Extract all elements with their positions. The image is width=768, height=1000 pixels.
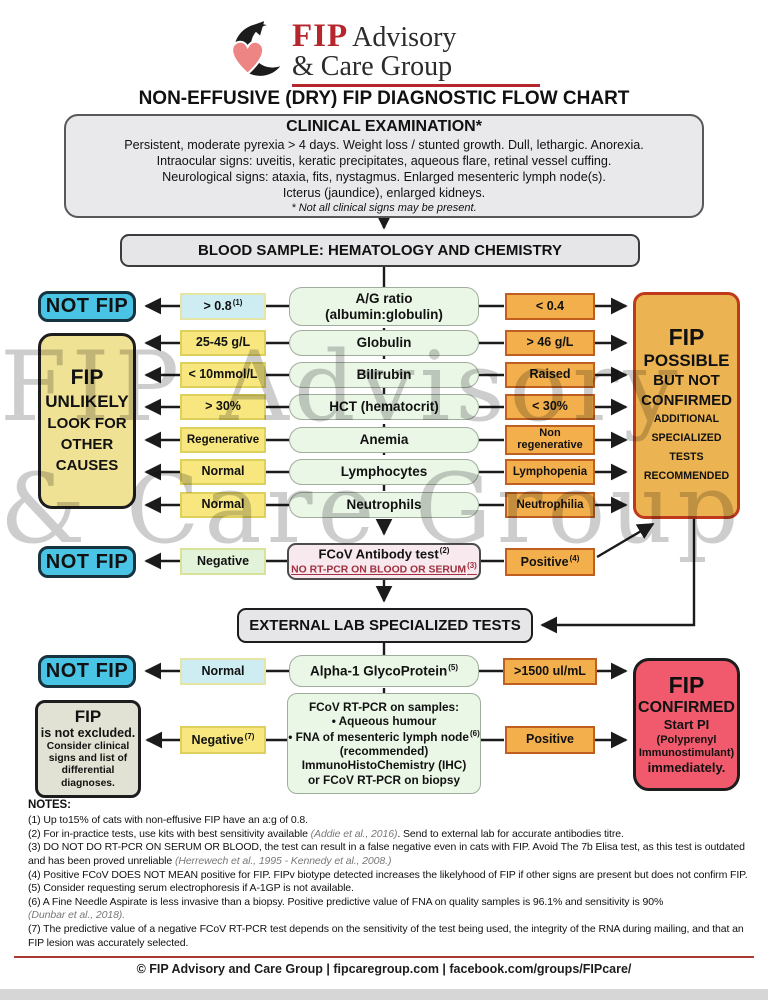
condition-right-anemia: Non regenerative bbox=[505, 425, 595, 455]
fip-confirmed-box: FIP CONFIRMED Start PI (Polyprenyl Immun… bbox=[633, 658, 740, 791]
fip-unlikely-box: FIP UNLIKELY LOOK FOR OTHER CAUSES bbox=[38, 333, 136, 509]
unlikely-line: OTHER bbox=[60, 435, 114, 453]
test-box-globulin: Globulin bbox=[289, 330, 479, 356]
brand-care-group: & Care Group bbox=[292, 51, 453, 82]
possible-line: SPECIALIZED bbox=[651, 432, 722, 445]
fip-not-excluded-box: FIP is not excluded. Consider clinical s… bbox=[35, 700, 141, 798]
note-4: (4) Positive FCoV DOES NOT MEAN positive… bbox=[28, 868, 748, 881]
possible-line: RECOMMENDED bbox=[643, 470, 730, 483]
test-box-fcov-antibody: FCoV Antibody test(2) NO RT-PCR ON BLOOD… bbox=[287, 543, 481, 580]
brand-advisory: Advisory bbox=[352, 22, 457, 53]
test-box-rtpcr: FCoV RT-PCR on samples: • Aqueous humour… bbox=[287, 693, 481, 794]
test-box-lymphocytes: Lymphocytes bbox=[289, 459, 479, 485]
condition-left-ag: > 0.8(1) bbox=[180, 293, 266, 320]
test-box-neutrophils: Neutrophils bbox=[289, 492, 479, 518]
condition-left-neutrophils: Normal bbox=[180, 492, 266, 518]
condition-left-anemia: Regenerative bbox=[180, 427, 266, 453]
possible-line: BUT NOT bbox=[653, 372, 720, 390]
condition-left-alpha: Normal bbox=[180, 658, 266, 685]
condition-right-rtpcr: Positive bbox=[505, 726, 595, 754]
condition-left-lymphocytes: Normal bbox=[180, 459, 266, 485]
possible-line: TESTS bbox=[669, 451, 704, 464]
not-fip-box-alpha: NOT FIP bbox=[38, 655, 136, 688]
condition-right-bilirubin: Raised bbox=[505, 362, 595, 388]
possible-line: POSSIBLE bbox=[643, 350, 730, 370]
brand-logo: FIP Advisory & Care Group bbox=[0, 20, 768, 87]
clinical-line: Persistent, moderate pyrexia > 4 days. W… bbox=[124, 137, 644, 152]
footer-rule bbox=[14, 956, 754, 958]
notes-section: NOTES: (1) Up to15% of cats with non-eff… bbox=[28, 798, 752, 950]
condition-left-globulin: 25-45 g/L bbox=[180, 330, 266, 356]
fip-possible-box: FIP POSSIBLE BUT NOT CONFIRMED ADDITIONA… bbox=[633, 292, 740, 519]
note-7: (7) The predictive value of a negative F… bbox=[28, 923, 744, 949]
condition-right-ag: < 0.4 bbox=[505, 293, 595, 320]
condition-right-neutrophils: Neutrophilia bbox=[505, 492, 595, 518]
cat-heart-logo-icon bbox=[231, 21, 288, 76]
blood-sample-header: BLOOD SAMPLE: HEMATOLOGY AND CHEMISTRY bbox=[120, 234, 640, 267]
clinical-footnote: * Not all clinical signs may be present. bbox=[291, 202, 477, 215]
condition-left-rtpcr: Negative(7) bbox=[180, 726, 266, 754]
unlikely-line: LOOK FOR bbox=[47, 414, 127, 432]
note-6: (6) A Fine Needle Aspirate is less invas… bbox=[28, 895, 664, 908]
not-fip-box-ag: NOT FIP bbox=[38, 291, 136, 322]
external-lab-header: EXTERNAL LAB SPECIALIZED TESTS bbox=[237, 608, 533, 643]
condition-left-fcov: Negative bbox=[180, 548, 266, 575]
clinical-title: CLINICAL EXAMINATION* bbox=[286, 117, 482, 135]
page-title: NON-EFFUSIVE (DRY) FIP DIAGNOSTIC FLOW C… bbox=[138, 88, 630, 109]
bottom-strip bbox=[0, 989, 768, 1000]
clinical-line: Neurological signs: ataxia, fits, nystag… bbox=[162, 170, 606, 184]
test-label: A/G ratio bbox=[355, 290, 413, 306]
notes-title: NOTES: bbox=[28, 799, 71, 811]
condition-left-bilirubin: < 10mmol/L bbox=[180, 362, 266, 388]
clinical-examination-box: CLINICAL EXAMINATION* Persistent, modera… bbox=[64, 114, 704, 218]
note-5: (5) Consider requesting serum electropho… bbox=[28, 882, 354, 895]
test-box-anemia: Anemia bbox=[289, 427, 479, 453]
test-box-ag-ratio: A/G ratio (albumin:globulin) bbox=[289, 287, 479, 326]
not-fip-box-fcov: NOT FIP bbox=[38, 546, 136, 578]
condition-right-lymphocytes: Lymphopenia bbox=[505, 459, 595, 485]
condition-right-fcov: Positive(4) bbox=[505, 548, 595, 576]
footer-text: © FIP Advisory and Care Group | fipcareg… bbox=[136, 962, 632, 976]
note-3: (3) DO NOT DO RT-PCR ON SERUM OR BLOOD, … bbox=[28, 841, 745, 867]
condition-right-globulin: > 46 g/L bbox=[505, 330, 595, 356]
clinical-line: Intraocular signs: uveitis, keratic prec… bbox=[156, 153, 612, 168]
unlikely-line: FIP bbox=[70, 366, 104, 390]
note-6-citation: (Dunbar et al., 2018). bbox=[28, 909, 126, 922]
test-box-alpha1: Alpha-1 GlycoProtein(5) bbox=[289, 655, 479, 687]
unlikely-line: UNLIKELY bbox=[45, 391, 129, 411]
brand-fip: FIP bbox=[292, 18, 349, 54]
clinical-line: Icterus (jaundice), enlarged kidneys. bbox=[282, 186, 486, 201]
condition-right-alpha: >1500 ul/mL bbox=[503, 658, 597, 685]
note-1: (1) Up to15% of cats with non-effusive F… bbox=[28, 813, 308, 826]
possible-line: ADDITIONAL bbox=[653, 413, 720, 426]
possible-line: CONFIRMED bbox=[641, 391, 732, 409]
test-box-hct: HCT (hematocrit) bbox=[289, 394, 479, 420]
test-label-sub: (albumin:globulin) bbox=[325, 306, 443, 322]
test-box-bilirubin: Bilirubin bbox=[289, 362, 479, 388]
possible-line: FIP bbox=[668, 323, 705, 350]
condition-left-hct: > 30% bbox=[180, 394, 266, 420]
condition-right-hct: < 30% bbox=[505, 394, 595, 420]
note-2: (2) For in-practice tests, use kits with… bbox=[28, 827, 624, 840]
brand-underline bbox=[292, 84, 540, 87]
unlikely-line: CAUSES bbox=[55, 456, 119, 474]
brand-name: FIP Advisory & Care Group bbox=[292, 20, 540, 87]
